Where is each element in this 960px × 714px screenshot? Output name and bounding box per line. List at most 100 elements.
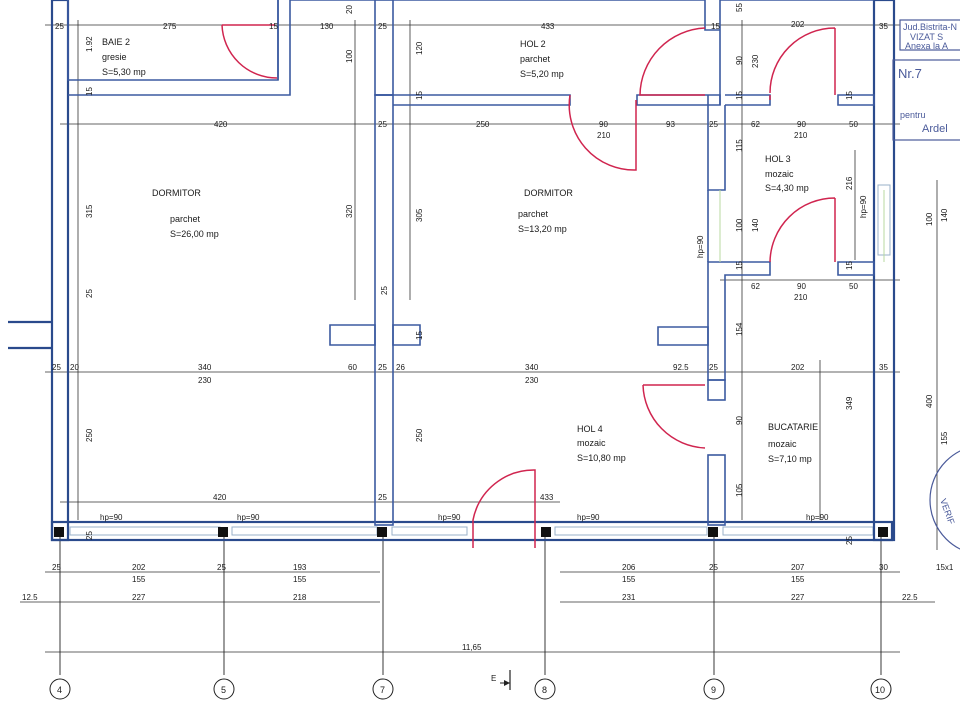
dim-label: 15 bbox=[269, 22, 278, 31]
room-finish: parchet bbox=[170, 214, 201, 224]
interior-walls bbox=[67, 0, 885, 526]
room-hol-4: HOL 4 mozaic S=10,80 mp bbox=[577, 424, 626, 463]
dim-label: 210 bbox=[794, 131, 808, 140]
dimension-lines bbox=[20, 20, 938, 653]
dim-label: 218 bbox=[293, 593, 307, 602]
axis-label: 4 bbox=[57, 685, 62, 695]
dim-label: 227 bbox=[791, 593, 805, 602]
axis-bubble-8 bbox=[534, 678, 556, 700]
dim-label: 25 bbox=[217, 563, 226, 572]
dim-label: 154 bbox=[735, 322, 744, 336]
dimension-texts-mid: 25 20 340 230 60 25 26 340 230 92.5 25 2… bbox=[52, 363, 888, 385]
dim-label: 305 bbox=[415, 208, 424, 222]
door-entry bbox=[472, 469, 536, 548]
room-hol-2: HOL 2 parchet S=5,20 mp bbox=[520, 39, 564, 79]
dim-label: 35 bbox=[879, 22, 888, 31]
room-area: S=13,20 mp bbox=[518, 224, 567, 234]
axis-bubble-5 bbox=[213, 678, 235, 700]
room-area: S=26,00 mp bbox=[170, 229, 219, 239]
stamp-text: Anexa la A bbox=[905, 41, 948, 51]
dim-label: 250 bbox=[85, 428, 94, 442]
room-area: S=7,10 mp bbox=[768, 454, 812, 464]
dim-label: 50 bbox=[849, 120, 858, 129]
dim-label: 202 bbox=[791, 20, 805, 29]
room-name: DORMITOR bbox=[524, 188, 573, 198]
axis-bubble-7 bbox=[372, 678, 394, 700]
room-dormitor-left: DORMITOR parchet S=26,00 mp bbox=[152, 188, 219, 239]
stamp-text: Ardel bbox=[922, 123, 948, 135]
dim-label: 25 bbox=[709, 120, 718, 129]
door-hol-2 bbox=[639, 27, 706, 96]
stamp-text: VERIF bbox=[938, 497, 957, 526]
dimension-texts-right: 100 140 400 155 bbox=[925, 208, 949, 445]
dim-label: 30 bbox=[879, 563, 888, 572]
dim-label: 340 bbox=[198, 363, 212, 372]
axis-label: 9 bbox=[711, 685, 716, 695]
stamp-text: 15x1 bbox=[936, 563, 954, 572]
dim-label: 20 bbox=[70, 363, 79, 372]
approval-stamp: Jud.Bistrita-N VIZAT S Anexa la A Nr.7 p… bbox=[892, 19, 960, 572]
dim-label: 433 bbox=[540, 493, 554, 502]
column-9 bbox=[708, 527, 718, 537]
dim-label: 320 bbox=[345, 204, 354, 218]
room-finish: gresie bbox=[102, 52, 127, 62]
dim-label: 100 bbox=[735, 218, 744, 232]
dim-label: 230 bbox=[525, 376, 539, 385]
axis-bubble-4 bbox=[49, 678, 71, 700]
dim-label: 207 bbox=[791, 563, 805, 572]
dim-label: 55 bbox=[735, 3, 744, 12]
dim-label: 155 bbox=[940, 431, 949, 445]
dim-label: 315 bbox=[85, 204, 94, 218]
room-finish: parchet bbox=[520, 54, 551, 64]
dim-label: 100 bbox=[345, 49, 354, 63]
dimension-texts-exterior-2: 12.5 227 218 231 227 22.5 bbox=[22, 593, 918, 602]
dim-label: 15 bbox=[845, 261, 854, 270]
dim-label: 22.5 bbox=[902, 593, 918, 602]
room-name: HOL 3 bbox=[765, 154, 791, 164]
dim-label: 15 bbox=[735, 261, 744, 270]
dimension-texts-row3: 62 90 210 50 bbox=[751, 282, 858, 302]
dim-label: 340 bbox=[525, 363, 539, 372]
room-name: HOL 4 bbox=[577, 424, 603, 434]
dim-label: 15 bbox=[415, 331, 424, 340]
column-7 bbox=[377, 527, 387, 537]
dim-label: 25 bbox=[52, 563, 61, 572]
dim-label: 155 bbox=[293, 575, 307, 584]
dim-label: 92.5 bbox=[673, 363, 689, 372]
room-finish: mozaic bbox=[765, 169, 794, 179]
dim-label: 25 bbox=[378, 120, 387, 129]
door-hol-3-bottom bbox=[769, 197, 836, 263]
dimension-texts-row2: 420 25 250 90 210 93 25 62 90 210 50 bbox=[214, 120, 858, 140]
dim-label: 62 bbox=[751, 282, 760, 291]
dim-label: 420 bbox=[213, 493, 227, 502]
section-mark-label: E bbox=[491, 674, 496, 683]
dim-label: 420 bbox=[214, 120, 228, 129]
dim-label: 93 bbox=[666, 120, 675, 129]
room-name: DORMITOR bbox=[152, 188, 201, 198]
room-labels: BAIE 2 gresie S=5,30 mp HOL 2 parchet S=… bbox=[102, 37, 818, 464]
dim-label: 120 bbox=[415, 41, 424, 55]
room-finish: mozaic bbox=[768, 439, 797, 449]
dim-label: 140 bbox=[940, 208, 949, 222]
dim-label: 20 bbox=[345, 5, 354, 14]
dim-label: 230 bbox=[751, 54, 760, 68]
dim-label: 1.92 bbox=[85, 36, 94, 52]
dim-label: 130 bbox=[320, 22, 334, 31]
dim-label: 210 bbox=[597, 131, 611, 140]
dim-label: 90 bbox=[735, 56, 744, 65]
dim-label: 155 bbox=[622, 575, 636, 584]
window-sill-labels: hp=90 hp=90 hp=90 hp=90 hp=90 hp=90 hp=9… bbox=[100, 195, 868, 522]
dim-label: 15 bbox=[735, 91, 744, 100]
structural-columns bbox=[54, 527, 888, 537]
grid-axes bbox=[49, 530, 892, 700]
dim-label: 12.5 bbox=[22, 593, 38, 602]
room-name: BUCATARIE bbox=[768, 422, 818, 432]
dim-label: 15 bbox=[85, 87, 94, 96]
hp-label: hp=90 bbox=[100, 513, 123, 522]
axis-label: 7 bbox=[380, 685, 385, 695]
column-4 bbox=[54, 527, 64, 537]
dimension-texts-top: 25 275 15 130 20 25 433 15 55 202 35 bbox=[55, 3, 888, 31]
dim-label: 250 bbox=[476, 120, 490, 129]
column-5 bbox=[218, 527, 228, 537]
